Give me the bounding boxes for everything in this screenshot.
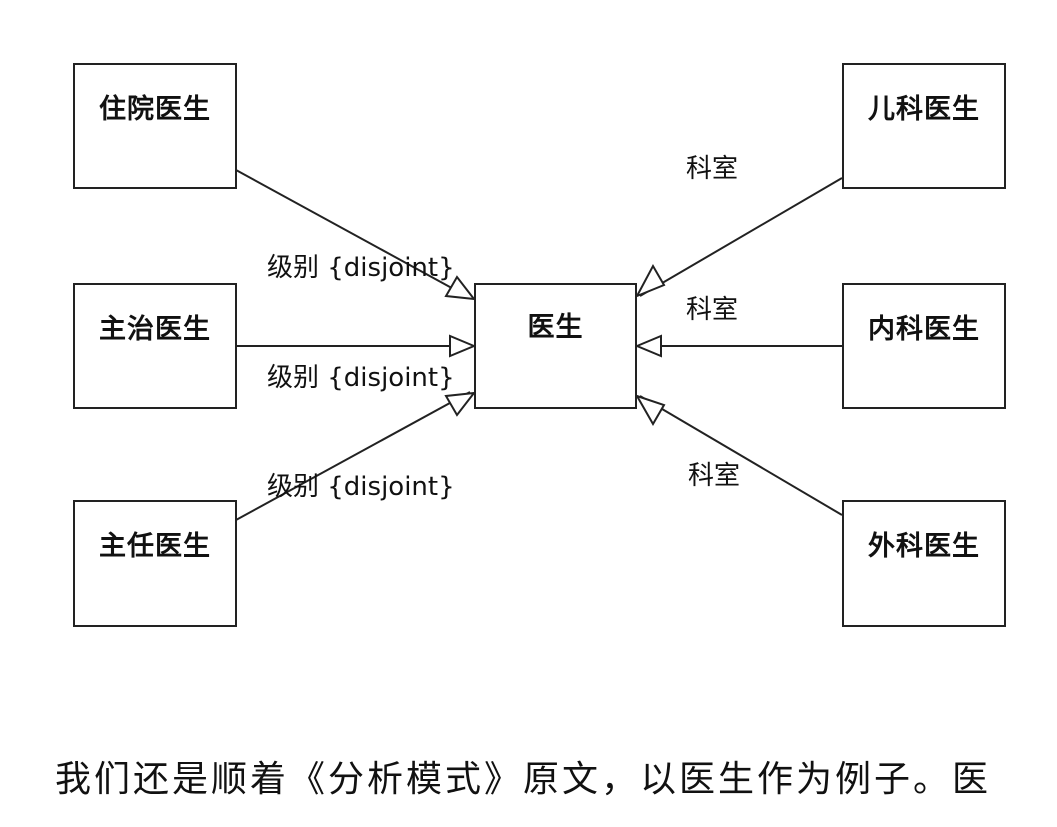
resident-doctor-box: 住院医生 (73, 63, 237, 189)
internal-medicine-doctor-box: 内科医生 (842, 283, 1006, 409)
level-label-middle: 级别 {disjoint} (267, 363, 455, 393)
surgery-doctor-title: 外科医生 (868, 531, 980, 562)
department-label-bottom: 科室 (688, 461, 741, 491)
arrowhead-attending (449, 334, 477, 358)
doctor-box-title: 医生 (527, 312, 584, 343)
pediatrics-doctor-title: 儿科医生 (868, 94, 980, 125)
level-label-top: 级别 {disjoint} (267, 253, 455, 283)
department-label-middle: 科室 (686, 295, 739, 325)
surgery-doctor-box: 外科医生 (842, 500, 1006, 627)
internal-medicine-doctor-title: 内科医生 (868, 314, 980, 345)
attending-doctor-box: 主治医生 (73, 283, 237, 409)
arrowhead-chief (444, 391, 477, 417)
resident-doctor-title: 住院医生 (99, 94, 211, 125)
arrowhead-surgery (634, 394, 666, 427)
pediatrics-doctor-box: 儿科医生 (842, 63, 1006, 189)
department-label-top: 科室 (686, 154, 739, 184)
chief-doctor-box: 主任医生 (73, 500, 237, 627)
arrowhead-internal (634, 334, 662, 358)
doctor-box: 医生 (474, 283, 637, 409)
chief-doctor-title: 主任医生 (99, 531, 211, 562)
connector-chief-to-doctor (235, 391, 471, 521)
connector-pediatrics-to-doctor (639, 177, 843, 297)
arrowhead-resident (444, 275, 477, 301)
attending-doctor-title: 主治医生 (99, 314, 211, 345)
connector-surgery-to-doctor (639, 395, 843, 516)
level-label-bottom: 级别 {disjoint} (267, 472, 455, 502)
caption-text: 我们还是顺着《分析模式》原文，以医生作为例子。医 (55, 759, 992, 800)
connector-resident-to-doctor (235, 169, 471, 299)
arrowhead-pediatrics (634, 263, 666, 298)
